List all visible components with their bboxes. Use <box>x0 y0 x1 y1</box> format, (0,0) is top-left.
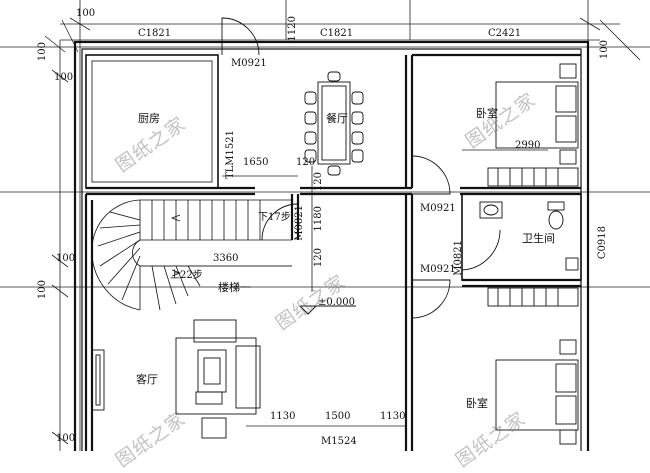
door-label-m0921-bath: M0921 <box>420 264 456 275</box>
dimension-120-a: 120 <box>296 157 316 168</box>
dimension-100-left-2: 100 <box>54 72 74 83</box>
dining-table-drawing <box>304 71 364 176</box>
top-bed-drawing <box>487 63 579 187</box>
bottom-bed-drawing <box>487 287 579 445</box>
window-label-c2421: C2421 <box>488 28 522 39</box>
door-label-m0821-bath: M0821 <box>453 240 464 276</box>
walls <box>73 40 590 451</box>
door-label-m0821-stair: M0821 <box>294 205 305 241</box>
dimension-100-left-5: 100 <box>37 280 48 300</box>
window-label-c0918: C0918 <box>597 226 608 260</box>
stair-drawing <box>91 199 292 311</box>
dimension-100-top-left: 100 <box>76 8 96 19</box>
door-label-m0921-kitchen: M0921 <box>231 58 267 69</box>
dimension-100-left-3: 100 <box>56 253 76 264</box>
interior-dimension-lines <box>140 0 548 427</box>
dimension-120-c: 120 <box>313 248 324 268</box>
dimension-120-b: 120 <box>313 172 324 192</box>
axis-lines <box>0 0 650 451</box>
bathroom-fixtures <box>479 201 579 271</box>
dimension-1130-left: 1130 <box>270 411 296 422</box>
left-dimension-lines <box>51 40 69 451</box>
window-label-c1821-left: C1821 <box>138 28 172 39</box>
living-furniture <box>91 319 261 439</box>
dimension-3360: 3360 <box>213 253 239 264</box>
door-label-tlm1521: TLM1521 <box>225 130 236 179</box>
top-dimension-lines <box>44 17 641 61</box>
door-swings <box>221 17 501 319</box>
floor-plan-drawing <box>0 0 650 451</box>
stair-direction-down: 下17步 <box>258 212 291 223</box>
stair-direction-up: 上22步 <box>170 270 203 281</box>
dimension-100-right: 100 <box>599 40 610 60</box>
room-label-stair: 楼梯一 <box>218 281 251 294</box>
dimension-1120: 1120 <box>287 16 298 42</box>
dimension-1650: 1650 <box>243 157 269 168</box>
window-label-c1821-mid: C1821 <box>320 28 354 39</box>
room-label-dining: 餐厅 <box>326 112 348 125</box>
dimension-100-left-4: 100 <box>56 433 76 444</box>
room-label-bedroom-bottom: 卧室 <box>466 397 488 410</box>
floor-level-mark: ±0.000 <box>318 297 356 308</box>
room-label-kitchen: 厨房 <box>138 112 160 125</box>
room-label-living: 客厅 <box>136 373 158 386</box>
dimension-100-left-1: 100 <box>37 42 48 62</box>
door-label-m1524: M1524 <box>321 436 357 447</box>
room-label-bedroom-top: 卧室 <box>476 107 498 120</box>
dimension-2990: 2990 <box>515 140 541 151</box>
dimension-1130-right: 1130 <box>380 411 406 422</box>
level-symbol <box>299 305 356 315</box>
room-label-bathroom: 卫生间 <box>522 232 555 245</box>
dimension-1500: 1500 <box>325 411 351 422</box>
dimension-1180: 1180 <box>313 206 324 232</box>
door-label-m0921-bedroom: M0921 <box>420 203 456 214</box>
